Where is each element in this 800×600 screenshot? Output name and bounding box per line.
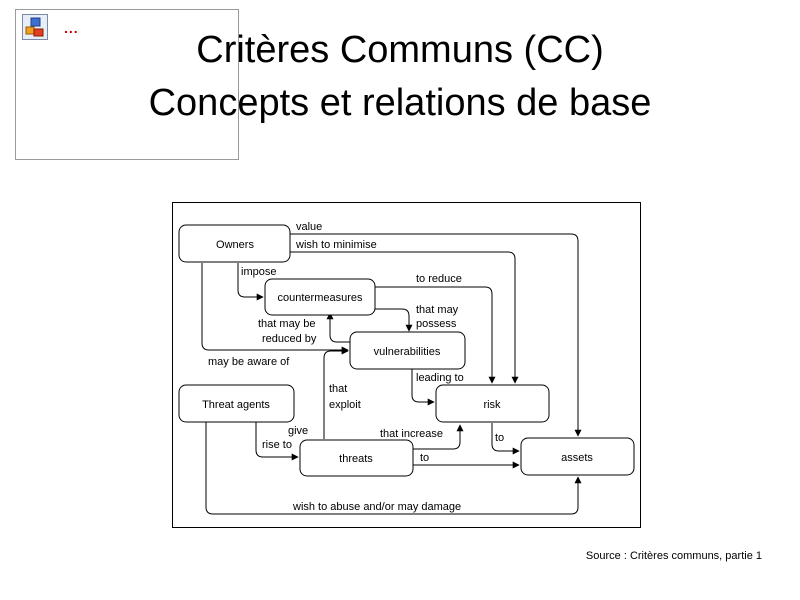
- edge-label-that-exploit-2: exploit: [329, 399, 361, 411]
- edge-value: [290, 233, 582, 437]
- node-countermeasures-label: countermeasures: [278, 292, 363, 304]
- edge-label-impose: impose: [241, 266, 276, 278]
- node-owners: [178, 224, 291, 263]
- edge-may-be-aware-of: [201, 263, 349, 354]
- edge-risk-to-assets: [491, 423, 520, 455]
- edge-label-that-increase: that increase: [380, 428, 443, 440]
- edge-label-threats-to-assets: to: [420, 452, 429, 464]
- edge-wish-to-minimise: [290, 251, 519, 384]
- edge-label-give-rise-to-1: give: [288, 425, 308, 437]
- edge-label-give-rise-to-2: rise to: [262, 439, 292, 451]
- placeholder-dots: ...: [64, 20, 79, 36]
- edge-label-to-reduce: to reduce: [416, 273, 462, 285]
- edge-to-reduce: [375, 286, 496, 384]
- edge-label-leading-to: leading to: [416, 372, 464, 384]
- edge-label-that-may-be-reduced-by-2: reduced by: [262, 333, 317, 345]
- edge-label-that-may-possess-2: possess: [416, 318, 457, 330]
- image-icon: [22, 14, 48, 40]
- edge-label-may-be-aware-of: may be aware of: [208, 356, 290, 368]
- node-threat-agents-label: Threat agents: [202, 399, 270, 411]
- edge-label-wish-to-abuse: wish to abuse and/or may damage: [292, 501, 461, 513]
- edge-impose: [237, 263, 264, 301]
- slide-title-line-2: Concepts et relations de base: [148, 82, 652, 124]
- edge-that-may-be-reduced-by: [326, 312, 350, 343]
- edge-label-risk-to-assets: to: [495, 432, 504, 444]
- node-vulnerabilities-label: vulnerabilities: [374, 346, 441, 358]
- edge-label-that-may-be-reduced-by-1: that may be: [258, 318, 315, 330]
- slide-title-line-1: Critères Communs (CC): [196, 29, 604, 71]
- edge-label-that-exploit-1: that: [329, 383, 347, 395]
- edge-label-value: value: [296, 221, 322, 233]
- node-threats-label: threats: [339, 453, 373, 465]
- node-assets-label: assets: [561, 452, 593, 464]
- node-threats: [299, 439, 414, 477]
- edge-give-rise-to: [255, 422, 299, 461]
- node-countermeasures: [264, 278, 376, 316]
- edge-that-exploit: [323, 347, 349, 439]
- node-threat-agents: [178, 384, 295, 423]
- edge-leading-to: [411, 369, 435, 406]
- source-caption: Source : Critères communs, partie 1: [585, 550, 762, 562]
- edge-label-that-may-possess-1: that may: [416, 304, 459, 316]
- edge-label-wish-to-minimise: wish to minimise: [295, 239, 377, 251]
- node-risk-label: risk: [483, 399, 501, 411]
- node-owners-label: Owners: [216, 239, 254, 251]
- node-assets: [520, 437, 635, 476]
- edge-wish-to-abuse: [205, 422, 582, 515]
- edge-that-may-possess: [375, 308, 413, 332]
- edge-that-increase: [413, 424, 464, 450]
- node-vulnerabilities: [349, 331, 466, 370]
- node-risk: [435, 384, 550, 423]
- cc-concepts-diagram: Owners countermeasures vulnerabilities T…: [172, 202, 641, 528]
- image-placeholder: ...: [15, 9, 239, 160]
